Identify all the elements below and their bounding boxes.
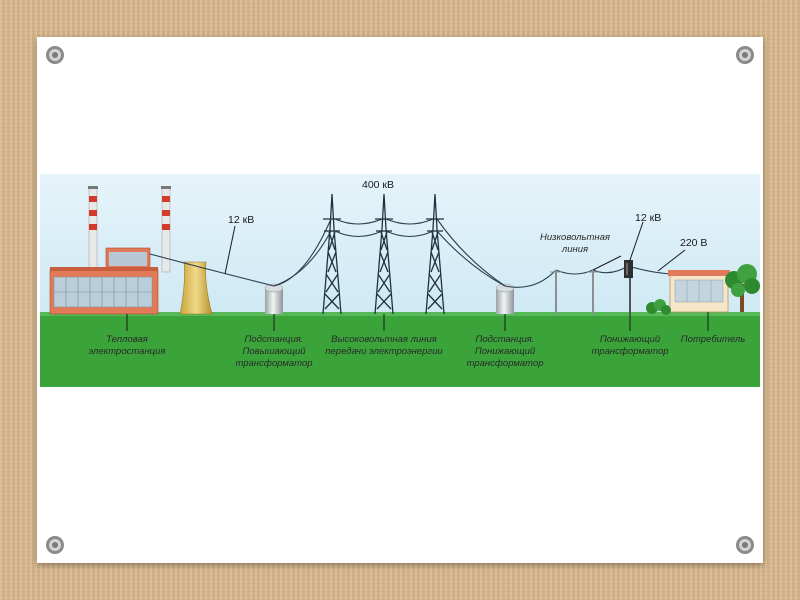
voltage-label-400kv: 400 кВ	[362, 179, 395, 191]
label-consumer: Потребитель	[680, 334, 746, 345]
chimney-icon	[88, 186, 98, 273]
power-transmission-diagram: 12 кВ 400 кВ 12 кВ 220 В Низковольтная л…	[40, 174, 760, 387]
transmission-tower-icon	[322, 193, 342, 315]
tree-icon	[725, 264, 760, 312]
voltage-label-12kv: 12 кВ	[635, 212, 662, 224]
corner-pin-icon	[736, 46, 754, 64]
voltage-label-220v: 220 В	[680, 237, 708, 249]
slide-card: 12 кВ 400 кВ 12 кВ 220 В Низковольтная л…	[37, 37, 763, 563]
step-up-substation-icon	[264, 283, 284, 314]
corner-pin-icon	[46, 46, 64, 64]
chimney-icon	[161, 186, 171, 273]
label-leader-lines	[126, 221, 709, 331]
label-step-up-substation: Подстанция. Повышающий трансформатор	[235, 334, 313, 369]
power-plant-icon	[49, 247, 159, 315]
pole-transformer-icon	[624, 260, 633, 314]
transmission-tower-icon	[374, 193, 394, 315]
label-high-voltage-line: Высоковольтная линия передачи электроэне…	[325, 334, 443, 357]
step-down-substation-icon	[495, 283, 515, 314]
consumer-house-icon	[668, 270, 730, 313]
diagram-illustration	[40, 174, 760, 387]
low-voltage-line-label: Низковольтная линия	[539, 232, 610, 255]
bush-icon	[646, 299, 671, 315]
sky	[40, 174, 760, 314]
label-step-down-substation: Подстанция. Понижающий трансформатор	[466, 334, 544, 369]
transmission-tower-icon	[425, 193, 445, 315]
utility-pole-icon	[555, 270, 594, 314]
corner-pin-icon	[46, 536, 64, 554]
corner-pin-icon	[736, 536, 754, 554]
label-step-down-transformer: Понижающий трансформатор	[591, 334, 669, 357]
grass	[40, 312, 760, 387]
label-thermal-power-plant: Тепловая электростанция	[88, 334, 166, 357]
voltage-label-12kv: 12 кВ	[228, 214, 255, 226]
cooling-tower-icon	[179, 261, 213, 315]
